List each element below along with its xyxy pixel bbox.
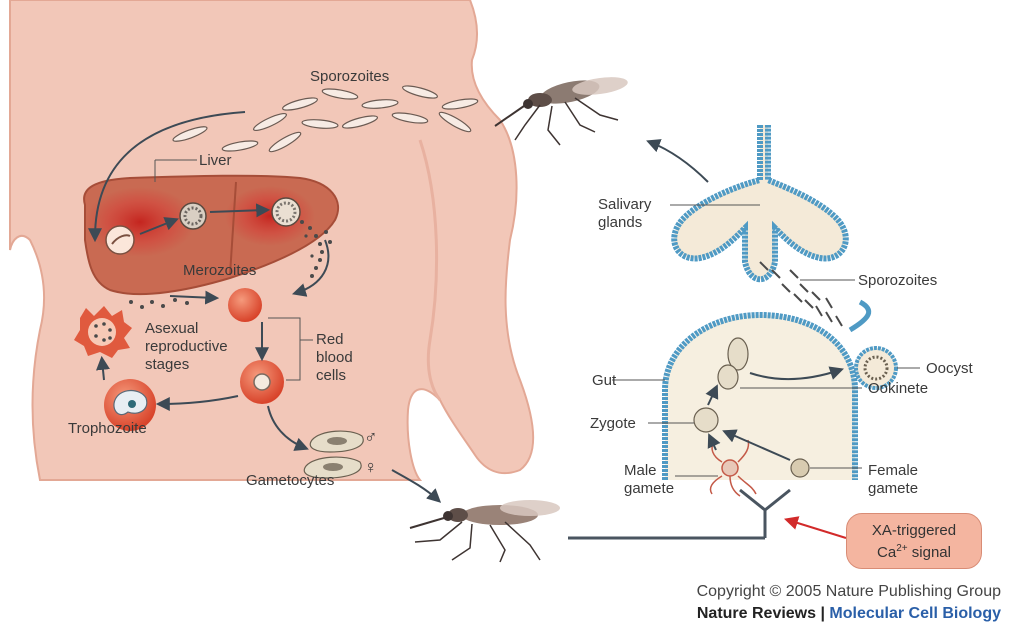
female-gametocyte-pigment xyxy=(323,463,343,471)
xa-signal-line1: XA-triggered xyxy=(847,522,981,540)
mosquito-gut xyxy=(665,315,855,480)
rbc-top xyxy=(228,288,262,322)
publisher-name: Nature Reviews xyxy=(697,605,816,622)
gut-neck xyxy=(850,302,869,330)
trophozoite-pigment xyxy=(128,400,136,408)
label-sporozoites-human: Sporozoites xyxy=(310,68,389,86)
label-female-symbol: ♀ xyxy=(364,458,378,476)
label-ookinete: Ookinete xyxy=(868,380,928,398)
label-oocyst: Oocyst xyxy=(926,360,973,378)
liver-infection-right xyxy=(225,186,315,246)
xa-signal-text: XA-triggered Ca2+ signal xyxy=(847,522,981,562)
hepatocyte-infected-small xyxy=(106,226,134,254)
label-salivary-glands: Salivary glands xyxy=(598,196,678,232)
label-liver: Liver xyxy=(199,152,232,170)
gland-to-mosquito-arrow xyxy=(650,142,708,182)
label-sporozoites-mosquito: Sporozoites xyxy=(858,272,937,290)
mosquito-biting xyxy=(495,74,629,145)
bursting-schizont-core xyxy=(88,318,116,346)
journal-credit: Nature Reviews | Molecular Cell Biology xyxy=(697,605,1001,623)
ookinete-bottom xyxy=(718,365,738,389)
label-asexual-stages: Asexual reproductive stages xyxy=(145,320,270,374)
female-gamete-cell xyxy=(791,459,809,477)
label-trophozoite: Trophozoite xyxy=(68,420,147,438)
salivary-glands xyxy=(674,125,846,279)
label-male-symbol: ♂ xyxy=(364,428,378,446)
label-merozoites: Merozoites xyxy=(183,262,256,280)
credit-separator: | xyxy=(816,605,829,622)
zygote-cell xyxy=(694,408,718,432)
xa-signal-arrow xyxy=(788,520,846,538)
male-gametocyte-pigment xyxy=(327,437,347,445)
label-zygote: Zygote xyxy=(590,415,636,433)
xa-signal-line2: Ca2+ signal xyxy=(847,540,981,562)
journal-name: Molecular Cell Biology xyxy=(829,605,1001,622)
label-red-blood-cells: Red blood cells xyxy=(316,331,376,385)
label-gut: Gut xyxy=(592,372,616,390)
ring-stage-parasite xyxy=(254,374,270,390)
label-male-gamete: Male gamete xyxy=(624,462,684,498)
copyright-notice: Copyright © 2005 Nature Publishing Group xyxy=(697,583,1001,601)
xa-signal-box: XA-triggered Ca2+ signal xyxy=(846,513,982,569)
label-female-gamete: Female gamete xyxy=(868,462,938,498)
label-gametocytes: Gametocytes xyxy=(246,472,334,490)
mosquito-feeding xyxy=(410,500,560,562)
